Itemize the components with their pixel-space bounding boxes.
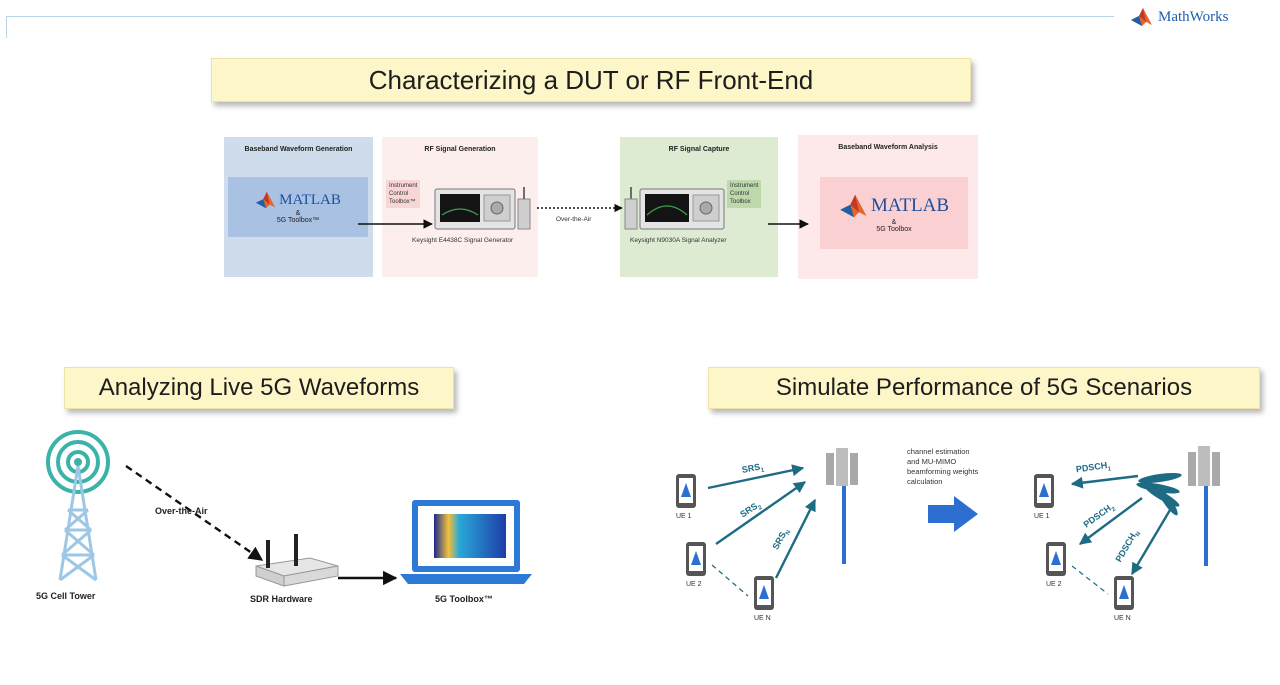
toolbox-label: 5G Toolbox™ — [276, 217, 320, 224]
cell-tower-icon — [46, 430, 110, 582]
arrow-pdsch-2 — [1079, 497, 1143, 545]
ota-live-label: Over-the-Air — [155, 506, 208, 516]
signal-generator-label: Keysight E4438C Signal Generator — [412, 237, 514, 244]
base-station-left-icon — [826, 448, 858, 564]
dashed-link-right — [1071, 565, 1109, 595]
signal-analyzer-icon — [624, 187, 725, 230]
base-station-right-icon — [1188, 446, 1220, 566]
arrow-pdsch-1 — [1070, 474, 1139, 489]
banner-analyzing-live: Analyzing Live 5G Waveforms — [64, 367, 454, 409]
banner-top-text: Characterizing a DUT or RF Front-End — [368, 64, 814, 95]
sdr-label: SDR Hardware — [250, 594, 313, 604]
panel-rf-signal-capture: RF Signal Capture Instrument Control Too… — [620, 137, 778, 277]
panel-title: RF Signal Generation — [424, 146, 496, 153]
signal-analyzer-label: Keysight N9030A Signal Analyzer — [630, 237, 727, 244]
ue-label-right-2: UE 2 — [1046, 581, 1062, 588]
process-arrow-icon — [928, 496, 978, 532]
dashed-link-left — [711, 564, 749, 597]
mathworks-logo-icon — [1131, 8, 1152, 26]
laptop-toolbox-label: 5G Toolbox™ — [435, 594, 493, 604]
arrow-ota-live — [125, 465, 264, 561]
tower-label: 5G Cell Tower — [36, 591, 96, 601]
arrow-srs-2 — [715, 481, 806, 545]
matlab-toolbox-box: MATLAB & 5G Toolbox — [820, 177, 968, 249]
ue-label-left-n: UE N — [754, 615, 771, 622]
header-rule — [6, 16, 1114, 17]
ue-label-right-n: UE N — [1114, 615, 1131, 622]
panel-title: Baseband Waveform Generation — [244, 146, 353, 153]
ota-pipeline-label: Over-the-Air — [556, 216, 592, 223]
instrument-control-label: Instrument Control Toolbox™ — [386, 180, 421, 208]
matlab-logo-icon — [256, 191, 276, 209]
panel-rf-signal-generation: RF Signal Generation Instrument Control … — [382, 137, 538, 277]
matlab-wordmark: MATLAB — [279, 191, 341, 208]
banner-simulate-performance: Simulate Performance of 5G Scenarios — [708, 367, 1260, 409]
brand: MathWorks — [1130, 6, 1228, 28]
arrow-srs-n — [774, 498, 817, 579]
matlab-toolbox-box: MATLAB & 5G Toolbox™ — [228, 177, 368, 237]
ampersand: & — [295, 210, 301, 217]
panel-baseband-analysis: Baseband Waveform Analysis MATLAB & 5G T… — [798, 135, 978, 279]
toolbox-label: 5G Toolbox — [876, 226, 912, 233]
ue-phone-icons — [676, 474, 1134, 610]
matlab-logo-icon — [840, 194, 867, 218]
panel-title: Baseband Waveform Analysis — [838, 144, 938, 151]
instrument-control-label: Instrument Control Toolbox — [727, 180, 762, 208]
channel-estimation-note: channel estimation and MU-MIMO beamformi… — [907, 447, 979, 486]
signal-generator-icon — [434, 187, 531, 230]
arrow-pdsch-n — [1130, 509, 1172, 576]
header-rule-tick — [6, 16, 7, 38]
ue-label-left-1: UE 1 — [676, 513, 692, 520]
ue-label-left-2: UE 2 — [686, 581, 702, 588]
ue-label-right-1: UE 1 — [1034, 513, 1050, 520]
sdr-hardware-icon — [255, 534, 339, 587]
beam-lobes — [1136, 472, 1182, 516]
panel-title: RF Signal Capture — [668, 146, 730, 153]
banner-characterizing-dut: Characterizing a DUT or RF Front-End — [211, 58, 971, 102]
banner-right-text: Simulate Performance of 5G Scenarios — [775, 374, 1193, 401]
matlab-wordmark: MATLAB — [870, 195, 950, 216]
laptop-icon — [400, 500, 532, 584]
ampersand: & — [891, 219, 897, 226]
banner-left-text: Analyzing Live 5G Waveforms — [98, 374, 420, 401]
arrow-srs-1 — [707, 464, 805, 490]
panel-baseband-generation: Baseband Waveform Generation MATLAB & 5G… — [224, 137, 373, 277]
brand-name: MathWorks — [1158, 8, 1229, 25]
